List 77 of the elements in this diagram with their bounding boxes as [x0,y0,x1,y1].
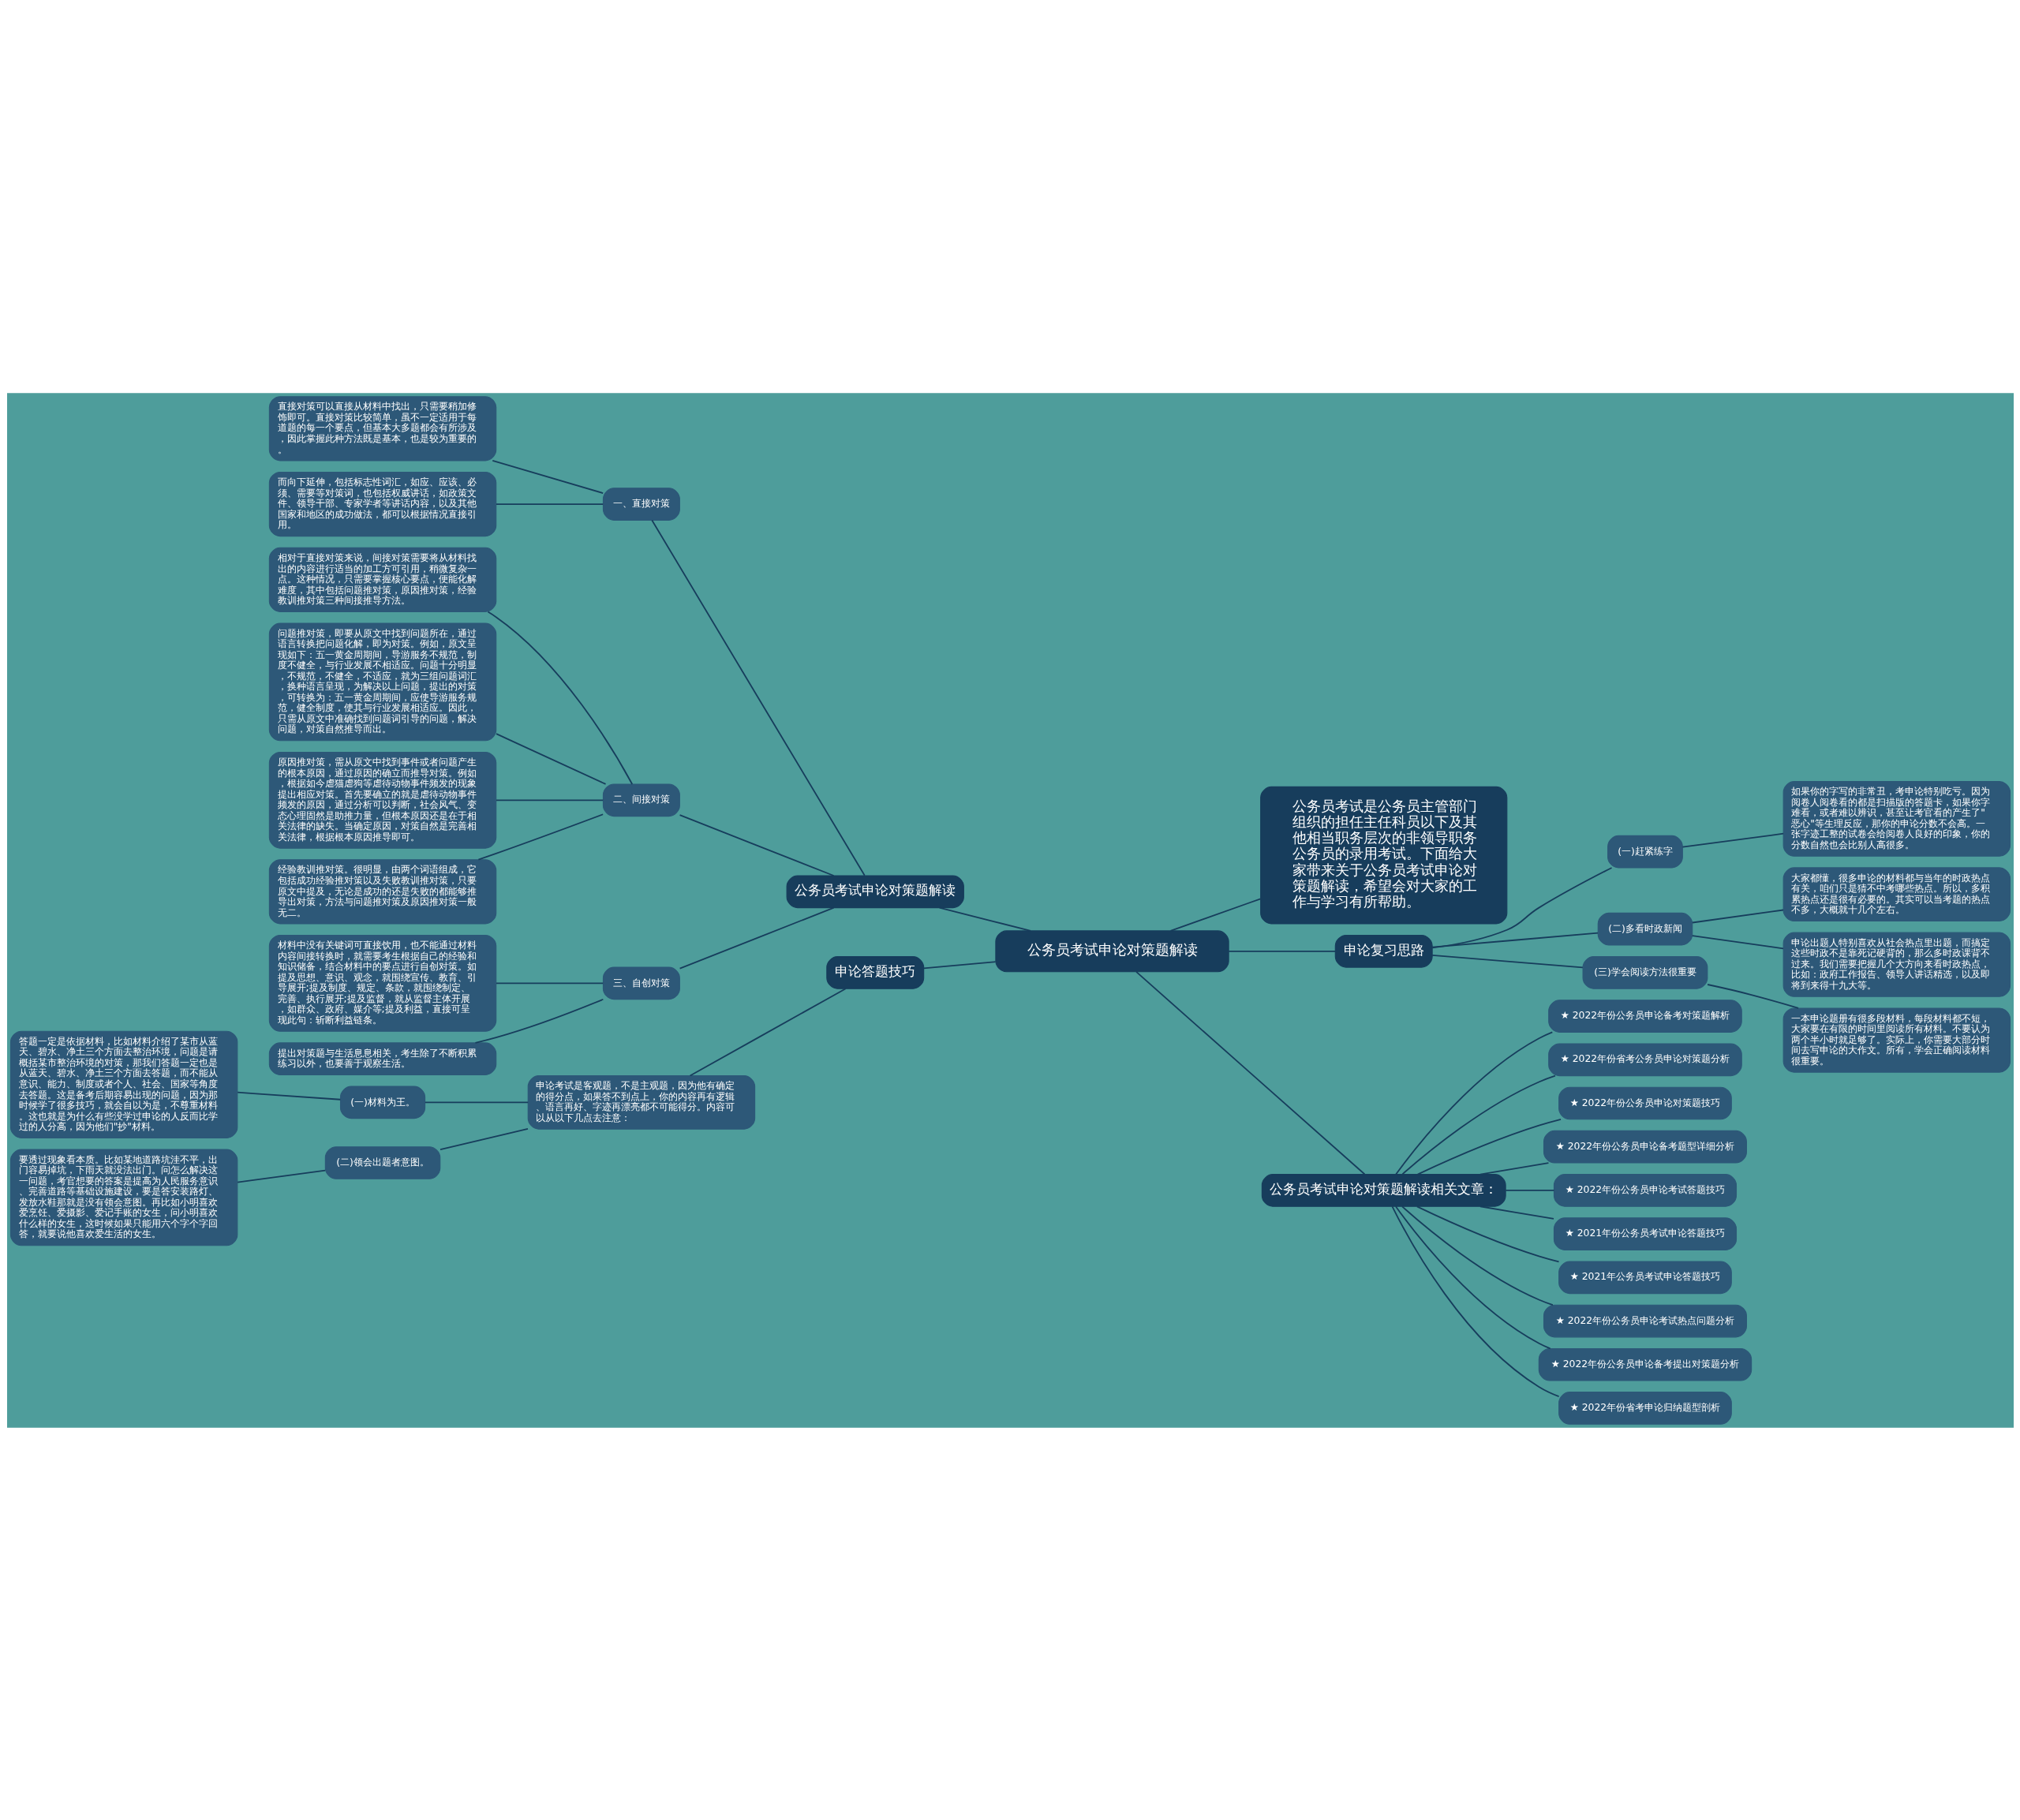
connector [1401,1074,1556,1175]
node-box: 申论复习思路 [1334,934,1433,968]
connector [1416,1205,1559,1262]
connector [491,459,604,494]
connector [495,798,604,801]
node-box: 答题一定是依据材料，比如材料介绍了某市从蓝天、碧水、净土三个方面去整治环境，问题是请概括某市整治环境的对策，那我们答题一定也是从蓝天、碧水、净土三个方面去答题，而不能从意识、能力、制度或者个人、社会、国家等角度去答题。这是备考后期容易出现的问题，因为那时候学了很多技巧，就会自以为是，不尊重材料。这也就是为什么有些没学过申论的人反而比学过的人分高，因为他们"抄"材料。 [9,1030,238,1138]
connector [1431,932,1599,948]
connector [495,732,606,785]
node-box: ★ 2022年份公务员申论对策题技巧 [1558,1086,1732,1119]
connector [495,982,604,984]
node-box: ★ 2022年份公务员申论备考题型详细分析 [1543,1130,1747,1164]
node-box: 二、间接对策 [602,783,680,817]
node-box: 公务员考试申论对策题解读 [786,875,964,908]
node-box: 申论答题技巧 [825,955,924,989]
connector [477,813,604,861]
node-box: 三、自创对策 [602,966,680,1000]
connector [1394,1205,1551,1349]
connector [1681,832,1784,847]
node-box: 而向下延伸，包括标志性词汇，如应、应该、必须、需要等对策词，也包括权威讲话，如政策文件、领导干部、专家学者等讲话内容，以及其他国家和地区的成功做法，都可以根据情况直接引用。 [268,471,496,536]
node-box: ★ 2022年份公务员申论备考提出对策题分析 [1538,1347,1752,1381]
connector [1691,934,1784,949]
node-box: ★ 2022年份公务员申论考试答题技巧 [1553,1173,1737,1207]
node-box: 要透过现象看本质。比如某地道路坑洼不平，出门容易掉坑，下雨天就没法出门。问怎么解决这一问题，考官想要的答案是提高为人民服务意识、完善道路等基础设施建设，要是答安装路灯、发放水鞋那就是没有领会意图。再比如小明喜欢爱烹饪、爱摄影、爱记手账的女生，问小明喜欢什么样的女生，这时候如果只能用六个字个字回答，就要说他喜欢爱生活的女生。 [9,1149,238,1246]
connector [1431,954,1584,968]
connector [1135,970,1365,1175]
connector [236,1091,341,1101]
node-box: 问题推对策，即要从原文中找到问题所在，通过语言转换把问题化解，即为对策。例如，原文呈现如下：五一黄金周期间，导游服务不规范，制度不健全，与行业发展不相适应。问题十分明显，不规范，不健全，不适应，就为三组问题词汇，换种语言呈现，为解决以上问题，提出的对策，可转换为：五一黄金周期间，应使导游服务规范，健全制度，使其与行业发展相适应。因此，只需从原文中准确找到问题词引导的问题，解决问题，对策自然推导而出。 [268,622,496,741]
node-box: 公务员考试是公务员主管部门组织的担任主任科员以下及其他相当职务层次的非领导职务公务员的录用考试。下面给大家带来关于公务员考试申论对策题解读，希望会对大家的工作与学习有所帮助。 [1259,786,1507,924]
connector [1431,866,1612,948]
connector [487,611,633,785]
connector [679,906,835,969]
connector [439,1127,529,1150]
connector [1169,897,1261,932]
connector [1394,1030,1553,1175]
node-box: ★ 2021年公务员考试申论答题技巧 [1558,1261,1732,1294]
connector [1416,1118,1562,1175]
node-box: 如果你的字写的非常丑，考申论特别吃亏。因为阅卷人阅卷看的都是扫描版的答题卡，如果你字难看，或者难以辨识，甚至让考官看的产生了"恶心"等生理反应，那你的申论分数不会高。一张字迹工整的试卷会给阅卷人良好的印象，你的分数自然也会比别人高很多。 [1782,780,2011,857]
node-box: 公务员考试申论对策题解读 [994,929,1229,972]
connector [474,998,604,1044]
node-box: ★ 2022年份公务员申论考试热点问题分析 [1543,1304,1747,1337]
node-box: 经验教训推对策。很明显，由两个词语组成，它包括成功经验推对策以及失败教训推对策，只要原文中提及，无论是成功的还是失败的都能够推导出对策，方法与问题推对策及原因推对策一般无二。 [268,858,496,924]
node-box: ★ 2022年份公务员申论备考对策题解析 [1547,999,1742,1033]
node-box: 申论出题人特别喜欢从社会热点里出题，而搞定这些时政不是靠死记硬背的，那么多时政课背不过来。我们需要把握几个大方向来看时政热点，比如：政府工作报告、领导人讲话精选，以及即将到来得十九大等。 [1782,932,2011,997]
node-box: ★ 2022年份省考申论归纳题型剖析 [1558,1391,1732,1425]
node-box: ★ 2022年份省考公务员申论对策题分析 [1547,1042,1742,1076]
connector [938,906,1031,932]
connector [495,503,604,505]
node-box: 材料中没有关键词可直接饮用，也不能通过材料内容间接转换时，就需要考生根据自己的经验和知识储备，结合材料中的要点进行自创对策。如提及思想、意识、观念，就围绕宣传、教育、引导展开;提及制度、规定、条款，就围绕制定、完善、执行展开;提及监督，就从监督主体开展，如群众、政府、媒介等;提及利益，直接可呈现此句：斩断利益链条。 [268,934,496,1032]
connector [1706,983,1799,1009]
connector [1504,1189,1554,1191]
connector [1691,909,1784,923]
node-box: (三)学会阅读方法很重要 [1582,955,1708,989]
node-box: 原因推对策，需从原文中找到事件或者问题产生的根本原因，通过原因的确立而推导对策。例如，根据如今虐猫虐狗等虐待动物事件频发的现象提出相应对策。首先要确立的就是虐待动物事件频发的原因，通过分析可以判断，社会风气、变态心理固然是助推力量，但根本原因还是在于相关法律的缺失。当确定原因，对策自然是完善相关法律，根据根本原因推导即可。 [268,751,496,849]
connector [650,519,866,876]
node-box: 申论考试是客观题，不是主观题，因为他有确定的得分点，如果答不到点上，你的内容再有逻辑、语言再好、字迹再漂亮都不可能得分。内容可以从以下几点去注意： [527,1074,755,1130]
node-box: 直接对策可以直接从材料中找出，只需要稍加修饰即可。直接对策比较简单，虽不一定适用于每道题的每一个要点，但基本大多题都会有所涉及，因此掌握此种方法既是基本，也是较为重要的。 [268,395,496,461]
node-box: 一、直接对策 [602,487,680,521]
connector [1391,1205,1559,1397]
node-box: (一)材料为王。 [339,1086,425,1119]
connector [1479,1161,1549,1175]
connector [689,987,847,1076]
node-box: 相对于直接对策来说，间接对策需要将从材料找出的内容进行适当的加工方可引用，稍微复杂一点。这种情况，只需要掌握核心要点，便能化解难度，其中包括问题推对策，原因推对策，经验教训推对策三种间接推导方法。 [268,547,496,612]
node-box: (一)赶紧练字 [1607,835,1683,868]
connector [679,813,835,876]
connector [236,1169,326,1183]
connector [922,960,996,969]
connector [1401,1205,1554,1306]
node-box: 提出对策题与生活息息相关，考生除了不断积累练习以外，也要善于观察生活。 [268,1041,496,1075]
node-box: (二)多看时政新闻 [1597,912,1693,945]
node-box: 一本申论题册有很多段材料，每段材料都不短，大家要在有限的时间里阅读所有材料。不要认为两个半小时就足够了。实际上，你需要大部分时间去写申论的大作文。所有，学会正确阅读材料很重要。 [1782,1007,2011,1073]
connector [424,1101,529,1103]
connector [1479,1205,1554,1220]
connector [1227,950,1336,952]
node-box: (二)领会出题者意图。 [324,1145,440,1179]
node-box: 大家都懂，很多申论的材料都与当年的时政热点有关，咱们只是猜不中考哪些热点。所以，多积累热点还是很有必要的。其实可以当考题的热点不多，大概就十几个左右。 [1782,866,2011,921]
node-box: ★ 2021年份公务员考试申论答题技巧 [1553,1216,1737,1250]
node-box: 公务员考试申论对策题解读相关文章： [1261,1173,1506,1207]
